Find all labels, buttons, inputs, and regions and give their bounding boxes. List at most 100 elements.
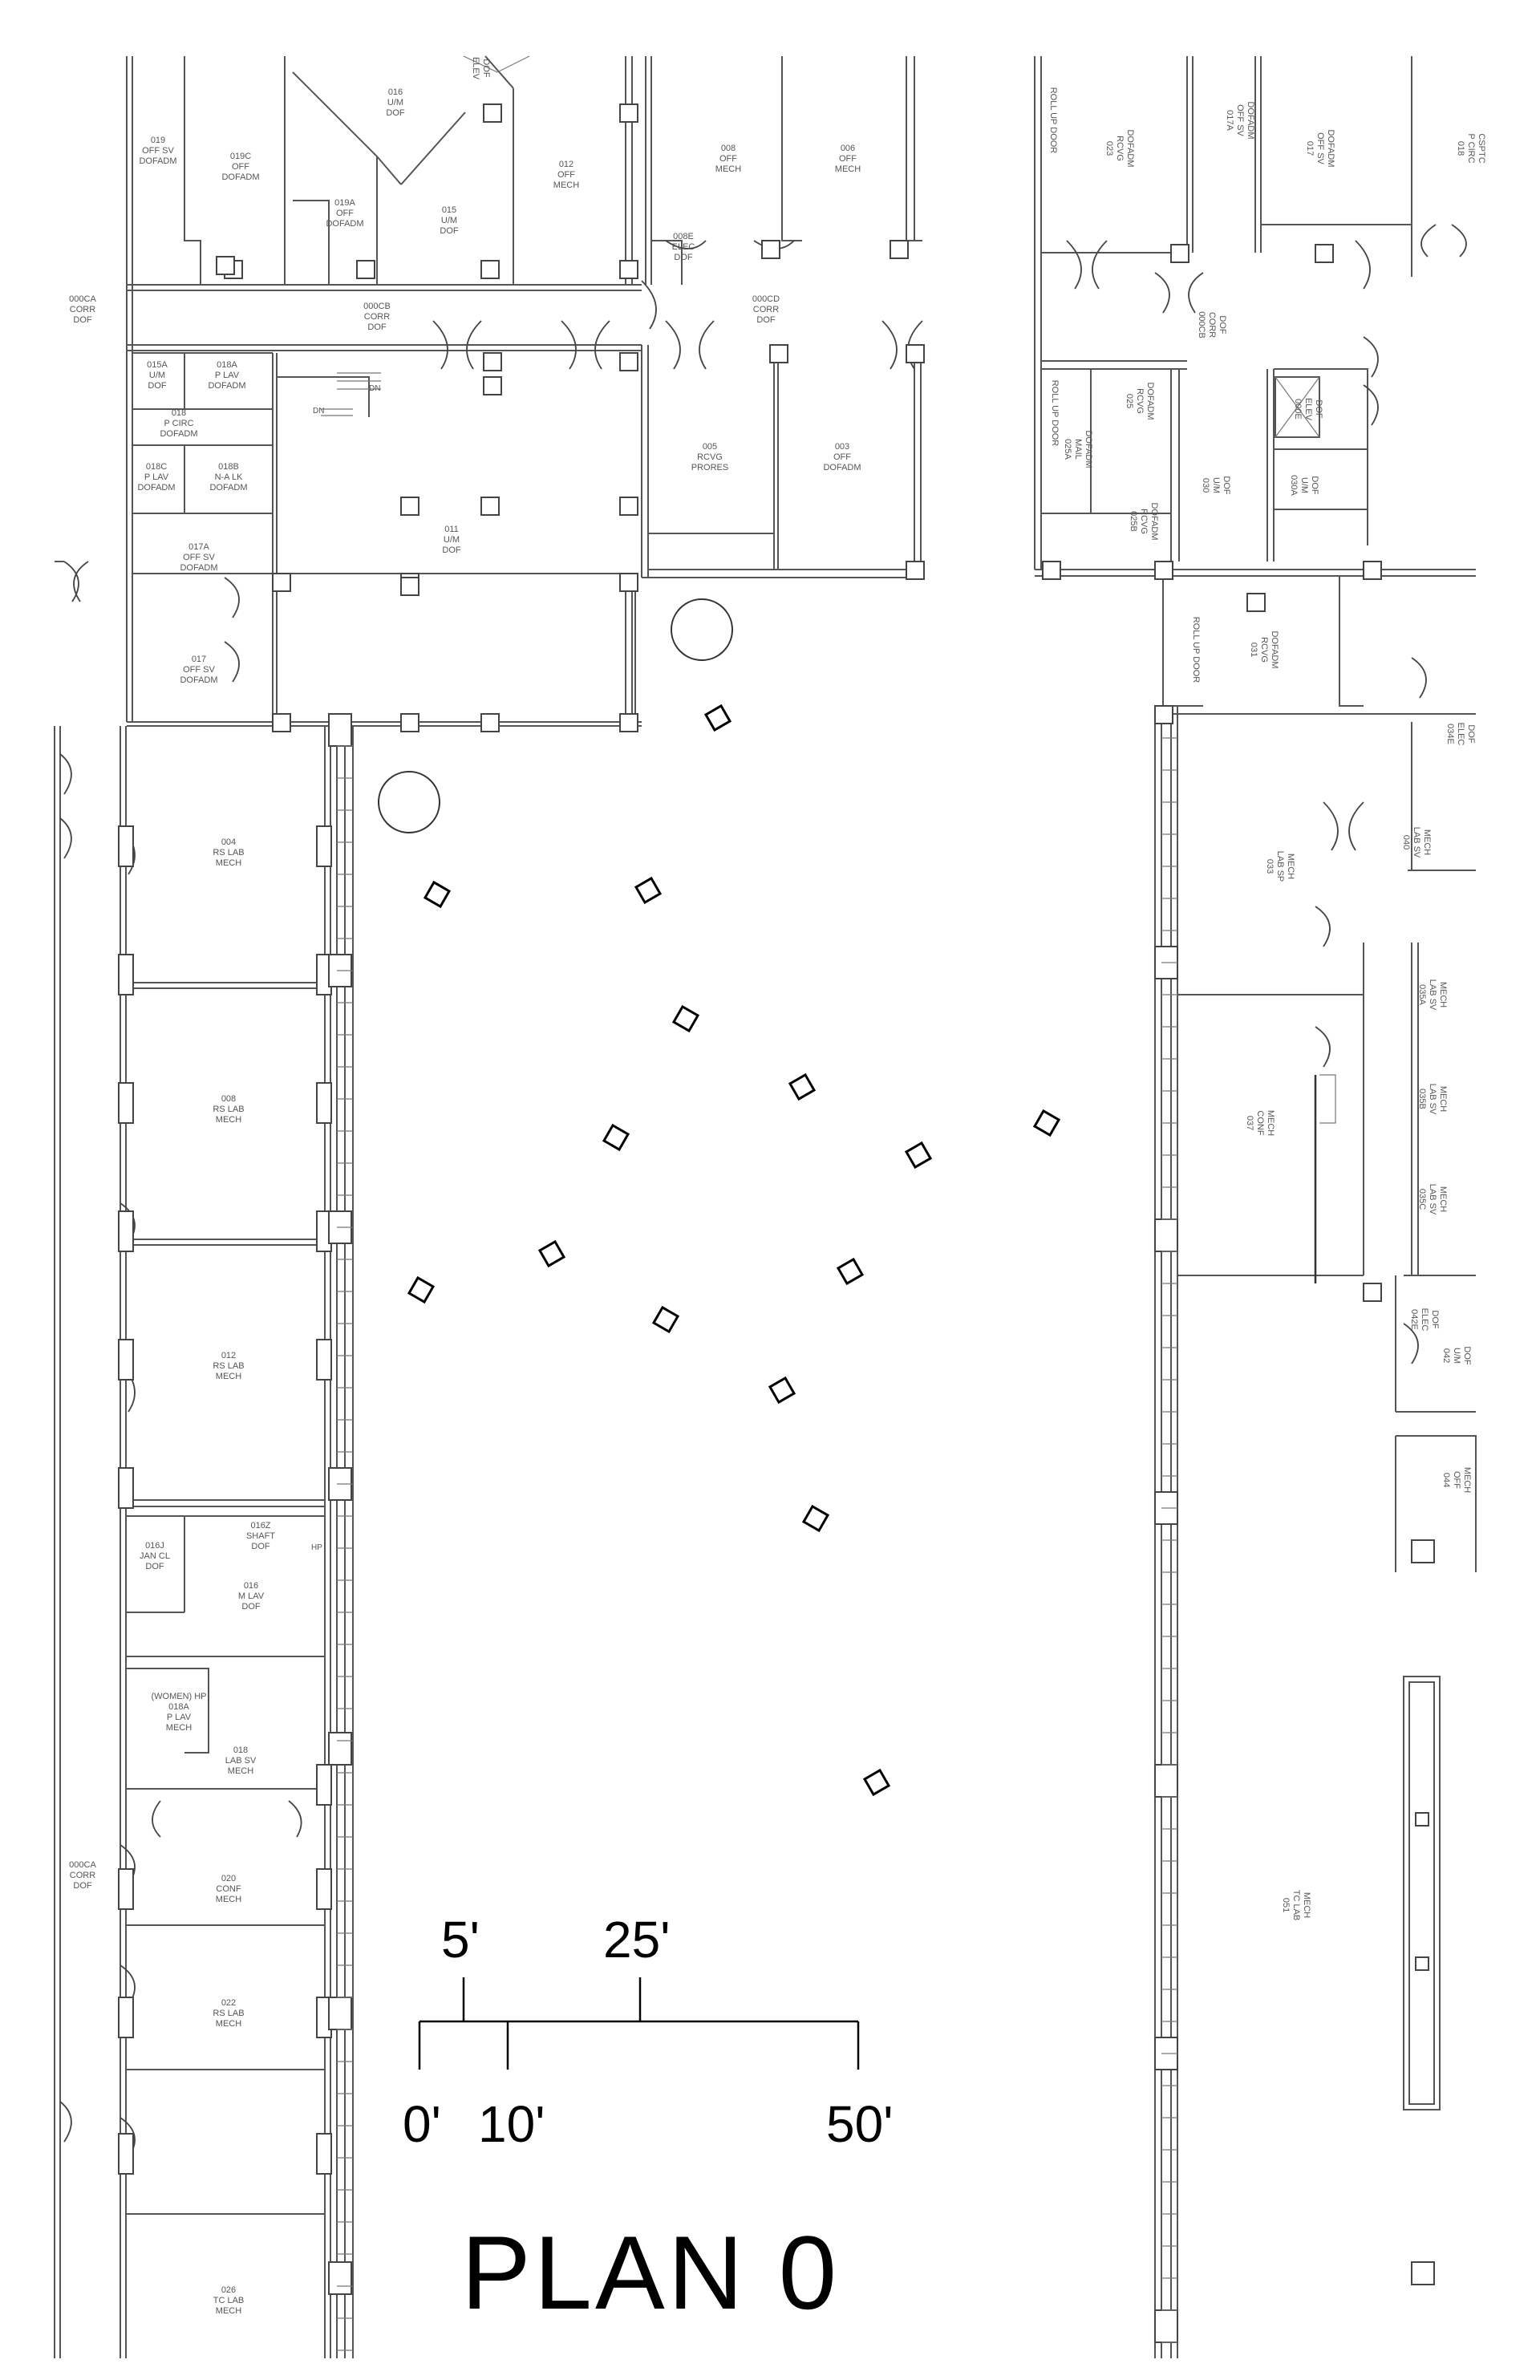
rotated-label-line: 025 [1125, 394, 1134, 408]
room-label-line: 018 [172, 408, 186, 418]
rotated-label-line: DOF [1430, 1310, 1440, 1329]
rotated-label-033: 033LAB SPMECH [1265, 851, 1295, 882]
room-label-line: 017 [192, 655, 206, 664]
room-label-line: DOFADM [326, 219, 363, 229]
rotated-label-line: DOF [1314, 399, 1323, 419]
courtyard-marker [836, 1257, 865, 1286]
room-label-line: 019C [230, 152, 251, 161]
rotated-label-037: 037CONFMECH [1245, 1110, 1275, 1136]
courtyard-marker [537, 1239, 566, 1268]
rotated-label-line: DOFADM [1145, 382, 1155, 420]
room-label-line: 006 [841, 144, 855, 153]
room-label-line: 016J [145, 1541, 164, 1551]
room-label-line: DOFADM [221, 172, 259, 182]
room-label-line: 003 [835, 442, 849, 452]
rotated-label-line: RCVG [1135, 388, 1145, 414]
rotated-label-line: 025B [1129, 511, 1138, 532]
room-label-line: LAB SV [225, 1756, 257, 1766]
room-label-line: OFF [839, 154, 857, 164]
room-label-line: 000CA [69, 1860, 96, 1870]
room-label-line: OFF SV [142, 146, 174, 156]
rotated-label-042: 042U/MDOF [1441, 1346, 1472, 1365]
rotated-label-line: RCVG [1115, 136, 1125, 161]
room-label-line: M LAV [238, 1591, 265, 1601]
rotated-label-031: 031RCVGDOFADM [1249, 630, 1279, 668]
rotated-label-line: 025A [1063, 439, 1072, 460]
room-label-line: 017A [188, 542, 209, 552]
room-label-line: 020 [221, 1874, 236, 1883]
rotated-label-line: RCVG [1139, 509, 1149, 534]
label-dn-2: DN [369, 384, 380, 393]
room-label-line: CORR [70, 1871, 95, 1880]
room-label-line: RS LAB [213, 2009, 244, 2018]
room-label-line: MECH [228, 1766, 253, 1776]
label-hp: HP [311, 1543, 322, 1552]
rotated-label-line: CONF [1255, 1110, 1265, 1135]
rotated-label-018: 018P CIRCCSPTC [1456, 133, 1486, 163]
rotated-label-025b: 025BRCVGDOFADM [1129, 502, 1159, 540]
room-label-line: 018B [218, 462, 239, 472]
rotated-label-line: MAIL [1073, 439, 1083, 460]
scale-bar: 5' 25' 0' 10' 50' [403, 1911, 893, 2153]
rotated-label-line: 030 [1201, 478, 1210, 493]
courtyard-marker [801, 1504, 830, 1533]
room-label-line: DOFADM [208, 381, 245, 391]
room-label-line: DOF [440, 226, 459, 236]
rotated-label-line: ELEV [471, 57, 480, 80]
room-label-line: P LAV [215, 371, 240, 380]
courtyard-marker [423, 880, 452, 909]
room-label-line: DOFADM [180, 563, 217, 573]
rotated-label-line: 044 [1441, 1473, 1451, 1487]
room-label-line: SHAFT [246, 1531, 275, 1541]
room-label-line: DOFADM [180, 675, 217, 685]
room-label-line: MECH [216, 2306, 241, 2316]
rotated-label-line: MECH [1462, 1467, 1472, 1493]
room-label-line: P LAV [167, 1713, 192, 1722]
room-label-line: OFF SV [183, 665, 215, 675]
room-label-line: N-A LK [215, 472, 244, 482]
rotated-label-line: DOF [1310, 476, 1319, 495]
rotated-label-line: MECH [1438, 1086, 1448, 1112]
walls-right-block [1034, 56, 1477, 2358]
courtyard-marker [768, 1376, 796, 1405]
rotated-label-line: MECH [1438, 982, 1448, 1008]
room-label-line: DOFADM [823, 463, 861, 472]
rotated-label-line: ELEC [1420, 1308, 1429, 1332]
rotated-label-line: DOFADM [1084, 430, 1093, 468]
room-label-line: DOF [674, 253, 693, 262]
room-label-line: U/M [149, 371, 165, 380]
rotated-label-line: 023 [1104, 141, 1114, 156]
room-label-line: 019 [151, 136, 165, 145]
tree-upper [671, 598, 733, 661]
rotated-label-line: OFF [1452, 1471, 1461, 1489]
rotated-label-line: LAB SV [1428, 979, 1437, 1011]
rotated-label-line: LAB SV [1428, 1184, 1437, 1215]
rotated-label-035a: 035ALAB SVMECH [1417, 979, 1448, 1011]
rotated-label-042e: 042EELECDOF [1409, 1308, 1440, 1332]
room-label-line: DOF [145, 1562, 164, 1571]
plan-title: PLAN 0 [461, 2214, 840, 2331]
room-label-line: 005 [703, 442, 717, 452]
room-label-line: MECH [553, 180, 579, 190]
room-label-line: P CIRC [164, 419, 193, 428]
room-label-line: 008 [721, 144, 736, 153]
room-label-line: DOF [73, 1881, 92, 1891]
room-label-line: 018C [146, 462, 167, 472]
rotated-label-line: LAB SV [1412, 827, 1421, 858]
room-label-line: JAN CL [140, 1551, 170, 1561]
room-label-line: 018 [233, 1745, 248, 1755]
room-label-line: 008 [221, 1094, 236, 1104]
tree-lower [378, 771, 440, 833]
rotated-label-000cb: 000CBCORRDOF [1197, 311, 1227, 339]
